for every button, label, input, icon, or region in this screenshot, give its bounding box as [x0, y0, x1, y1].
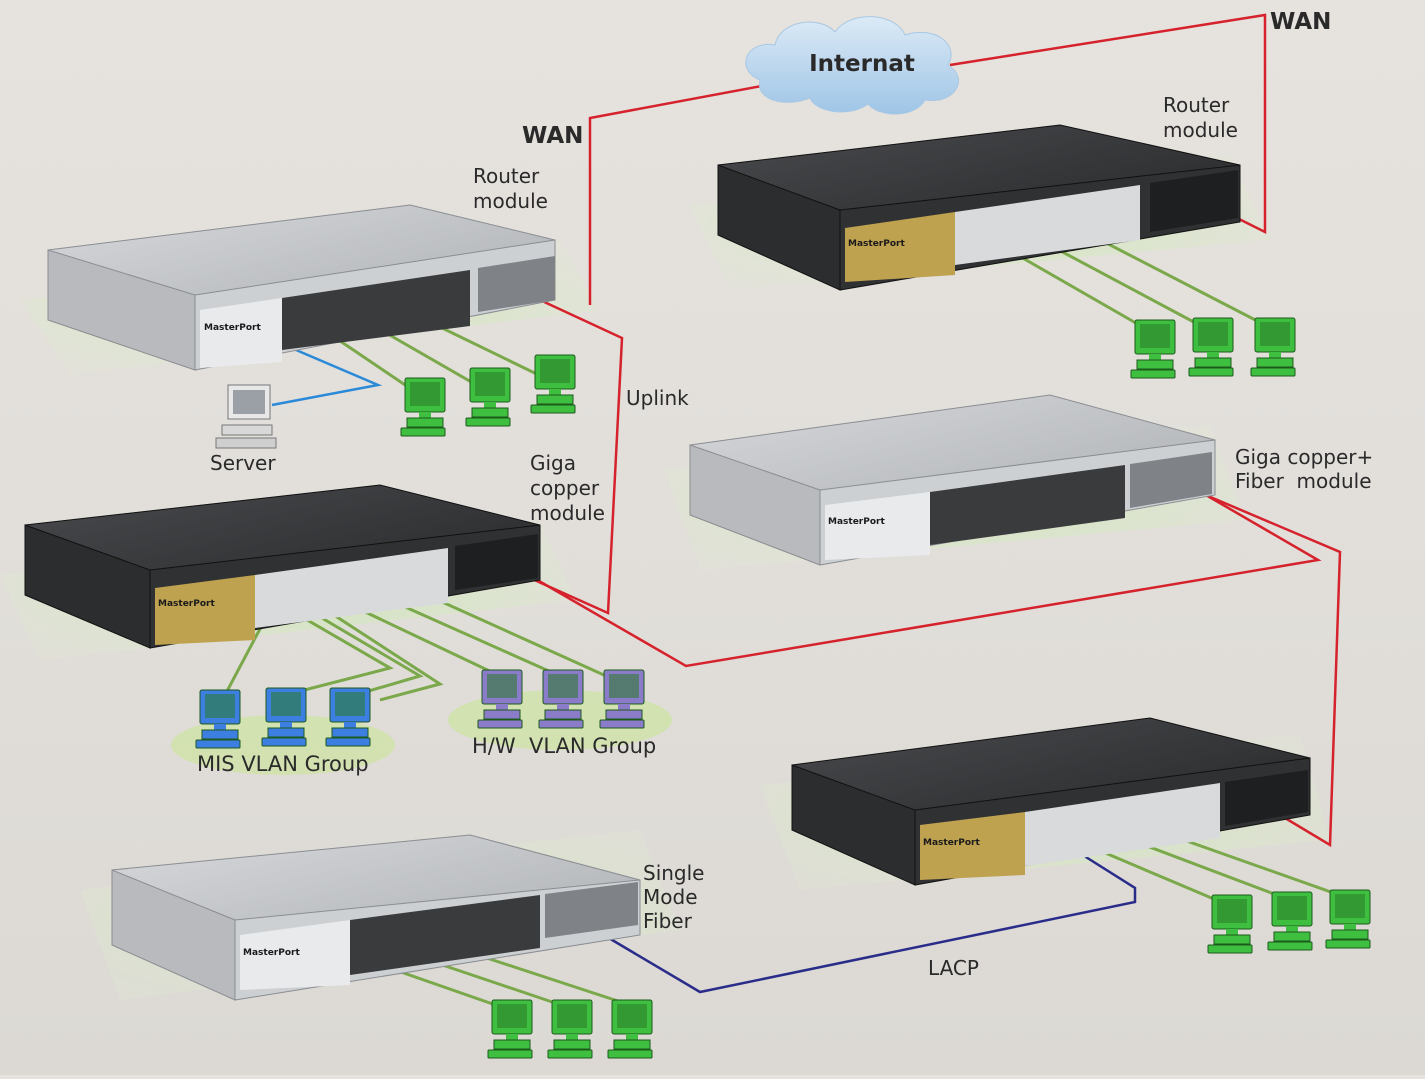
- pc-icon: [599, 669, 645, 729]
- pc-icon: [487, 999, 533, 1059]
- pc-icon: [465, 367, 511, 427]
- labels: WAN WAN Router module Router module Upli…: [197, 9, 1373, 980]
- pc-icon: [607, 999, 653, 1059]
- pc-icon: [325, 687, 371, 747]
- pc-icon: [538, 669, 584, 729]
- pc-icon: [1267, 891, 1313, 951]
- pc-icon: [1130, 319, 1176, 379]
- giga-copper-module-line2: copper: [530, 476, 600, 500]
- server-label: Server: [210, 451, 276, 475]
- uplink-label: Uplink: [626, 386, 689, 410]
- giga-copper-fiber-line1: Giga copper+: [1235, 445, 1373, 469]
- brand-logo: MasterPort: [204, 323, 261, 333]
- pc-icon: [195, 689, 241, 749]
- pc-icon: [1250, 317, 1296, 377]
- giga-copper-module-line1: Giga: [530, 451, 576, 475]
- pc-icon: [547, 999, 593, 1059]
- mis-vlan-group-label: MIS VLAN Group: [197, 752, 369, 776]
- pc-icon: [530, 354, 576, 414]
- pc-icon: [1188, 317, 1234, 377]
- switch-mid-left: MasterPort: [24, 484, 541, 649]
- lacp-label: LACP: [928, 956, 979, 980]
- router-module-left-line2: module: [473, 189, 548, 213]
- cables: [223, 13, 1346, 1012]
- pc-icon: [261, 687, 307, 747]
- pc-icon: [1325, 889, 1371, 949]
- brand-logo: MasterPort: [243, 948, 300, 958]
- router-module-left-line1: Router: [473, 164, 540, 188]
- single-mode-fiber-line3: Fiber: [643, 909, 693, 933]
- pc-icon: [400, 377, 446, 437]
- wan-label-right: WAN: [1270, 9, 1331, 35]
- pc-icon: [477, 669, 523, 729]
- wan-label-left: WAN: [522, 123, 583, 149]
- router-module-right-line1: Router: [1163, 93, 1230, 117]
- pc-icon: [1207, 894, 1253, 954]
- switch-mid-right: MasterPort: [689, 394, 1216, 566]
- giga-copper-fiber-line2: Fiber module: [1235, 469, 1372, 493]
- hw-vlan-group-label: H/W VLAN Group: [472, 734, 656, 758]
- brand-logo: MasterPort: [923, 838, 980, 848]
- internet-cloud: Internat: [745, 16, 959, 115]
- computers: [195, 317, 1371, 1059]
- switch-top-left: MasterPort: [47, 204, 556, 371]
- brand-logo: MasterPort: [848, 239, 905, 249]
- router-module-right-line2: module: [1163, 118, 1238, 142]
- server-computer: [215, 384, 277, 449]
- brand-logo: MasterPort: [828, 517, 885, 527]
- switch-bottom-left: MasterPort: [111, 834, 641, 1001]
- switch-bottom-right: MasterPort: [791, 717, 1311, 886]
- switch-top-right: MasterPort: [717, 124, 1241, 291]
- internet-label: Internat: [809, 51, 915, 77]
- single-mode-fiber-line2: Mode: [643, 885, 698, 909]
- single-mode-fiber-line1: Single: [643, 861, 704, 885]
- brand-logo: MasterPort: [158, 599, 215, 609]
- giga-copper-module-line3: module: [530, 501, 605, 525]
